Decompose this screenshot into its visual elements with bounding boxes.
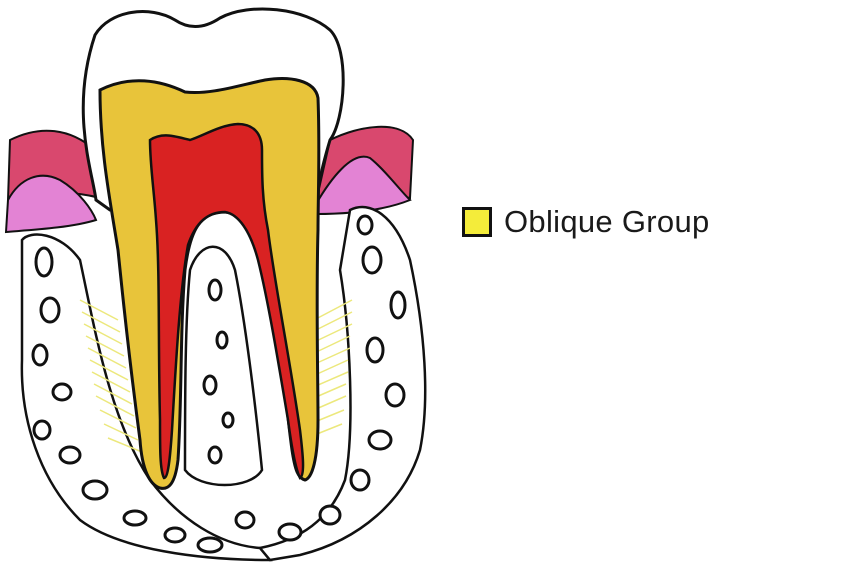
bone-septum bbox=[185, 247, 262, 485]
legend: Oblique Group bbox=[462, 204, 710, 240]
legend-swatch bbox=[462, 207, 492, 237]
legend-label: Oblique Group bbox=[504, 204, 710, 240]
